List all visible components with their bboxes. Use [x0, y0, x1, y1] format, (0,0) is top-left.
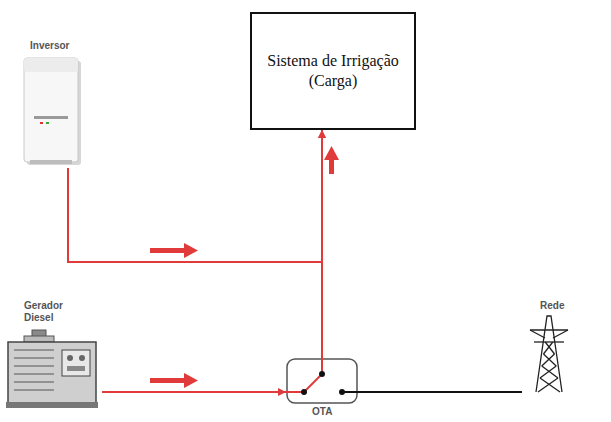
generator-illustration [4, 328, 102, 410]
grid-tower [522, 312, 576, 396]
generator-node: Gerador Diesel [4, 296, 102, 410]
node-label: Rede [540, 300, 564, 312]
flow-arrow [184, 243, 198, 258]
connector [358, 392, 522, 393]
node-label: OTA [312, 406, 332, 418]
grid-node: Rede [522, 298, 576, 396]
flow-arrow [150, 248, 186, 253]
inverter-illustration [20, 56, 86, 168]
flow-arrow [324, 146, 339, 160]
flow-arrow [184, 373, 198, 388]
flow-arrow [150, 378, 186, 383]
inverter-node: Inversor [20, 36, 86, 168]
node-label: Gerador Diesel [24, 300, 74, 324]
connector [68, 130, 326, 262]
arrow-head [318, 130, 326, 138]
flow-arrow [329, 158, 334, 174]
transfer-switch-node: OTA [286, 358, 358, 404]
load-box: Sistema de Irrigação (Carga) [250, 12, 416, 130]
arrow-head [318, 130, 326, 138]
transfer-switch [286, 358, 358, 404]
node-text: Sistema de Irrigação (Carga) [252, 43, 414, 99]
arrow-head [278, 388, 286, 396]
connector [102, 388, 286, 396]
node-label: Inversor [30, 40, 69, 52]
connector [318, 130, 326, 358]
